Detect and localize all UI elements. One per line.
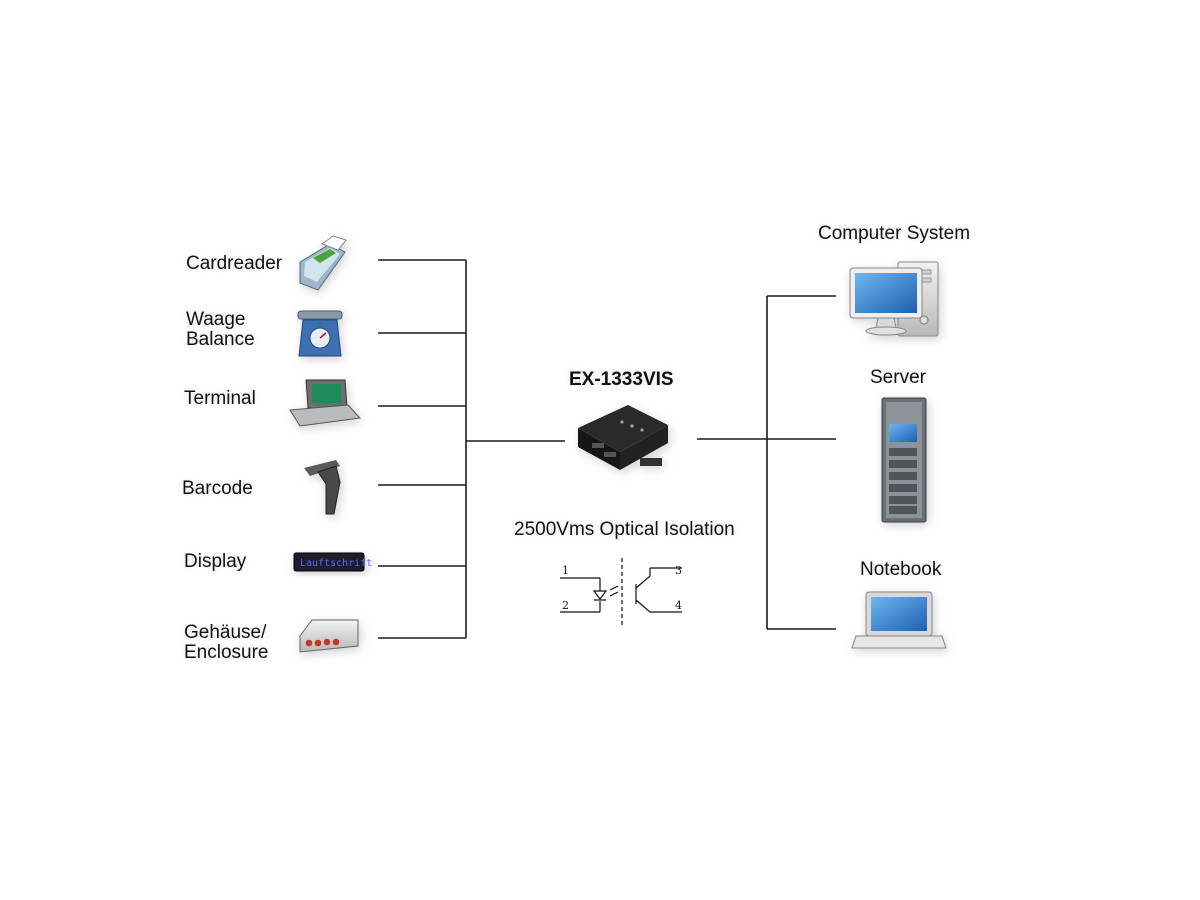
pin-4-label: 4 [675, 599, 682, 612]
enclosure-icon [299, 619, 359, 653]
pin-1-label: 1 [562, 564, 569, 577]
left-device-label-enclosure: Gehäuse/ Enclosure [184, 622, 269, 663]
left-device-label-barcode: Barcode [182, 478, 253, 499]
barcode-scanner-icon [304, 460, 341, 515]
ex-1333vis-device [578, 405, 668, 470]
left-device-label-terminal: Terminal [184, 388, 256, 409]
left-device-label-balance: Waage Balance [186, 309, 255, 350]
pin-3-label: 3 [675, 564, 682, 577]
notebook-icon [851, 591, 947, 649]
right-device-label-notebook: Notebook [860, 559, 942, 580]
led-display-icon: Lauftschrift [293, 552, 372, 572]
optocoupler-schematic [560, 558, 682, 628]
left-device-label-display: Display [184, 551, 247, 572]
server-rack-icon [881, 397, 927, 523]
pin-2-label: 2 [562, 599, 569, 612]
display-text: Lauftschrift [300, 558, 372, 569]
cardreader-icon [299, 235, 347, 291]
desktop-computer-icon [849, 261, 939, 337]
scale-icon [297, 310, 343, 357]
right-device-label-computer: Computer System [818, 223, 971, 244]
left-device-label-cardreader: Cardreader [186, 253, 283, 274]
isolation-label: 2500Vms Optical Isolation [514, 519, 735, 540]
connection-lines [378, 259, 836, 639]
device-title: EX-1333VIS [569, 369, 674, 390]
right-device-label-server: Server [870, 367, 926, 388]
terminal-icon [289, 379, 362, 427]
